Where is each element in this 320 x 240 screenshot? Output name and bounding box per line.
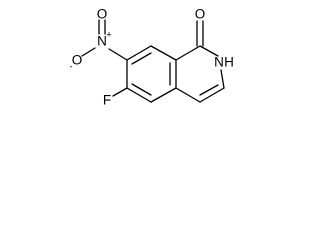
atom-labels: O N H N + O O - F bbox=[70, 7, 234, 108]
bond-c7-nitro-n bbox=[108, 48, 128, 61]
nitro-oxygen-single-charge: - bbox=[70, 61, 73, 71]
bond-c4a-c5 bbox=[150, 87, 177, 103]
bond-c5-c6-inner bbox=[131, 83, 152, 96]
amide-nitrogen-label: N bbox=[214, 55, 224, 70]
bond-c7-c8-inner bbox=[131, 52, 152, 65]
fluorine-label: F bbox=[103, 93, 111, 108]
bond-c5-c6 bbox=[126, 87, 152, 103]
nitro-oxygen-single-label: O bbox=[72, 53, 83, 68]
bond-n2-c3 bbox=[220, 69, 225, 89]
bond-nitro-n-o-single bbox=[81, 47, 96, 57]
amide-hydrogen-label: H bbox=[224, 55, 234, 70]
nitro-oxygen-double-label: O bbox=[97, 7, 108, 22]
bonds bbox=[81, 19, 225, 103]
carbonyl-oxygen-label: O bbox=[195, 7, 206, 22]
bond-c7-c8 bbox=[126, 45, 152, 61]
bond-c1-n2 bbox=[199, 45, 219, 57]
bond-c8-c8a bbox=[150, 45, 177, 61]
bond-c3-c4-inner bbox=[199, 84, 219, 96]
nitro-nitrogen-label: N bbox=[97, 34, 107, 49]
bond-c4-c4a bbox=[175, 87, 201, 103]
bond-c8a-c1 bbox=[175, 45, 201, 61]
bond-c3-c4 bbox=[199, 87, 225, 103]
bond-c6-f bbox=[112, 87, 128, 97]
isoquinolinone-structure: O N H N + O O - F bbox=[70, 7, 234, 108]
nitro-nitrogen-charge: + bbox=[106, 29, 111, 39]
